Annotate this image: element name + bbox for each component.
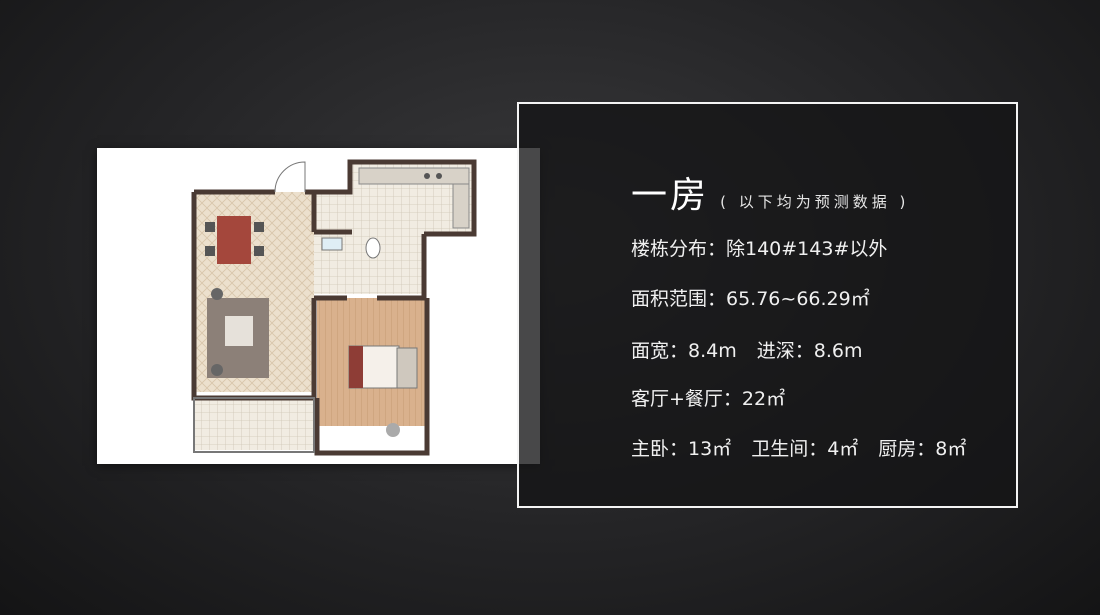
entry-door — [274, 161, 306, 193]
wardrobe — [396, 347, 418, 389]
specs-panel: 一房 ( 以下均为预测数据 ) 楼栋分布：除140#143#以外 面积范围：65… — [517, 102, 1018, 508]
lamp — [211, 288, 223, 300]
spec-width: 面宽：8.4m — [631, 340, 737, 362]
floor-plan-drawing — [191, 159, 477, 456]
kitchen-counter — [358, 167, 470, 185]
stove-burner — [436, 173, 442, 179]
dining-table — [217, 216, 251, 264]
balcony-floor — [194, 398, 314, 450]
spec-buildings: 楼栋分布：除140#143#以外 — [631, 238, 888, 260]
spec-living-dining: 客厅+餐厅：22㎡ — [631, 388, 786, 410]
kitchen-counter-side — [452, 183, 470, 229]
floor-plan-image — [97, 148, 540, 464]
spec-master-bedroom: 主卧：13㎡ — [631, 438, 732, 460]
spec-kitchen: 厨房：8㎡ — [878, 438, 967, 460]
lamp — [211, 364, 223, 376]
spec-depth: 进深：8.6m — [756, 340, 863, 362]
entry-floor — [314, 192, 352, 232]
balcony-rail — [193, 397, 315, 453]
estimate-note: ( 以下均为预测数据 ) — [720, 193, 910, 211]
bed-headboard — [349, 346, 363, 388]
spec-bathroom: 卫生间：4㎡ — [751, 438, 859, 460]
dining-chairs — [205, 222, 264, 256]
spec-dimensions: 面宽：8.4m 进深：8.6m — [631, 336, 862, 363]
title-row: 一房 ( 以下均为预测数据 ) — [631, 166, 909, 218]
unit-type-title: 一房 — [631, 175, 710, 216]
spec-area: 面积范围：65.76~66.29㎡ — [631, 288, 870, 310]
sink — [321, 237, 343, 251]
chair — [386, 423, 400, 437]
stove-burner — [424, 173, 430, 179]
toilet — [365, 237, 381, 259]
coffee-table — [225, 316, 253, 346]
